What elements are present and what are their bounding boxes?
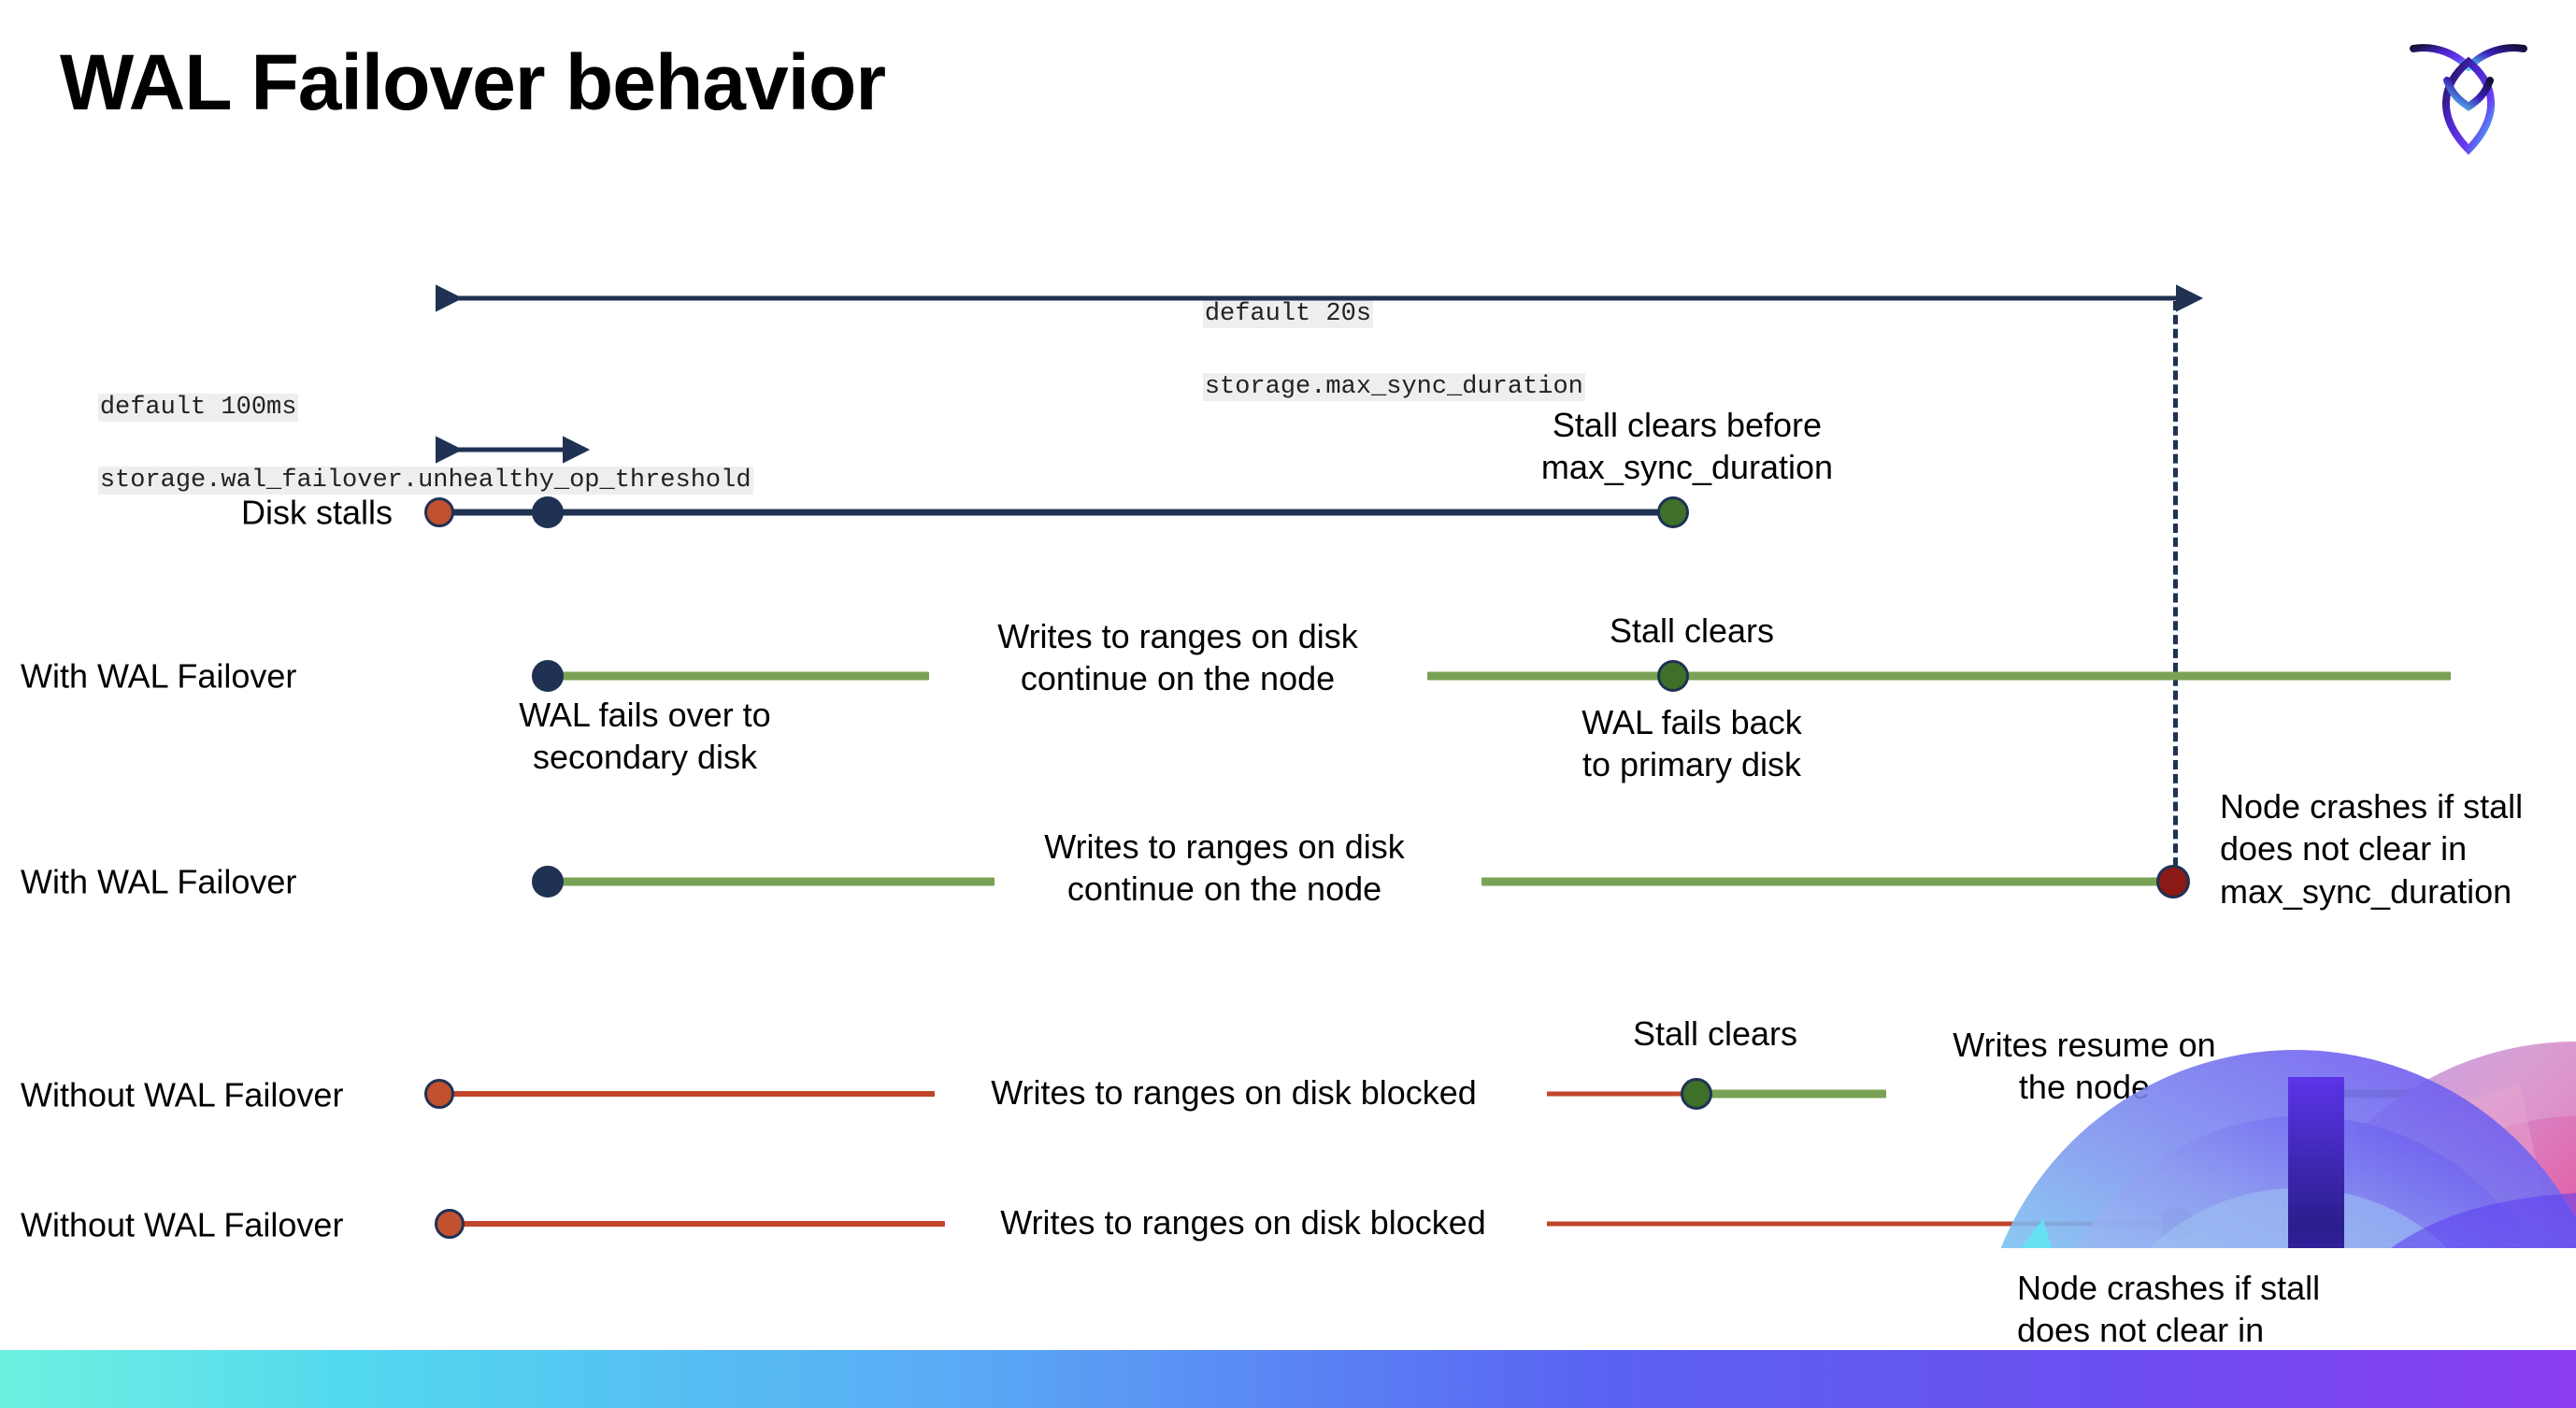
row1-threshold-dot	[532, 496, 564, 528]
row-label-with-wal-failover-1: With WAL Failover	[21, 656, 297, 696]
row4-red-segment-left	[449, 1091, 935, 1097]
max-sync-duration-setting: storage.max_sync_duration	[1202, 373, 1585, 402]
unhealthy-op-threshold-setting: storage.wal_failover.unhealthy_op_thresh…	[97, 467, 753, 496]
bottom-gradient-bar	[0, 1350, 2576, 1408]
row2-note-wal-fails-over: WAL fails over to secondary disk	[519, 696, 771, 777]
unhealthy-op-threshold-annotation: default 100ms storage.wal_failover.unhea…	[37, 353, 753, 537]
row4-note-writes-resume: Writes resume on the node	[1953, 1026, 2216, 1107]
page-title: WAL Failover behavior	[60, 38, 886, 126]
row5-stall-start-dot	[435, 1209, 465, 1239]
row2-failover-dot	[532, 660, 564, 692]
row4-note-writes-blocked: Writes to ranges on disk blocked	[991, 1073, 1477, 1112]
row2-stall-clears-dot	[1657, 660, 1689, 692]
row1-stall-start-dot	[424, 497, 454, 527]
row-label-with-wal-failover-2: With WAL Failover	[21, 862, 297, 901]
row1-stall-clears-dot	[1657, 496, 1689, 528]
row3-note-node-crashes: Node crashes if stall does not clear in …	[2220, 787, 2524, 911]
row3-green-segment-left	[548, 877, 995, 886]
row3-green-segment-right	[1481, 877, 2173, 886]
row-label-without-wal-failover-2: Without WAL Failover	[21, 1205, 344, 1244]
row5-red-segment-left	[461, 1221, 945, 1227]
row4-stall-start-dot	[424, 1079, 454, 1109]
row3-failover-dot	[532, 866, 564, 898]
row2-note-stall-clears: Stall clears	[1609, 611, 1775, 650]
row4-note-stall-clears: Stall clears	[1632, 1014, 1798, 1053]
max-sync-duration-default: default 20s	[1202, 300, 1374, 329]
row5-note-writes-blocked: Writes to ranges on disk blocked	[1000, 1203, 1486, 1242]
row1-stall-line	[439, 509, 1675, 516]
max-sync-duration-dropline	[2173, 301, 2178, 881]
row3-node-crash-dot	[2156, 865, 2190, 898]
row-label-disk-stalls: Disk stalls	[240, 493, 393, 532]
row2-green-segment-left	[548, 671, 929, 681]
unhealthy-op-threshold-default: default 100ms	[97, 394, 299, 423]
cockroachdb-logo	[2398, 26, 2539, 163]
row2-green-segment-right	[1427, 671, 2451, 681]
row2-note-writes-continue: Writes to ranges on disk continue on the…	[997, 617, 1358, 698]
row4-green-segment-mid	[1699, 1089, 1886, 1099]
row3-note-writes-continue: Writes to ranges on disk continue on the…	[1044, 827, 1405, 909]
row4-stall-clears-dot	[1681, 1078, 1712, 1110]
row-label-without-wal-failover-1: Without WAL Failover	[21, 1075, 344, 1114]
row1-note-stall-clears-before: Stall clears before max_sync_duration	[1540, 406, 1834, 487]
row2-note-wal-fails-back: WAL fails back to primary disk	[1581, 703, 1802, 784]
